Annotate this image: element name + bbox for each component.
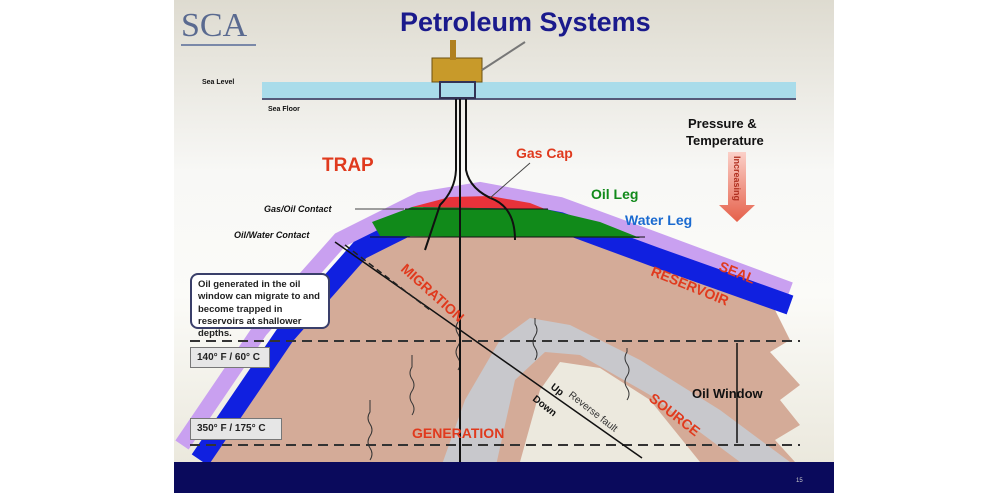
sea-level-label: Sea Level <box>202 79 234 86</box>
sea-band <box>262 82 796 99</box>
pressure-temp-label-1: Pressure & <box>688 116 757 131</box>
temp-bottom-box: 350° F / 175° C <box>190 418 282 440</box>
increasing-label: Increasing <box>732 156 742 201</box>
source-layer <box>440 318 790 470</box>
migration-note: Oil generated in the oil window can migr… <box>190 273 330 339</box>
oil-leg-label: Oil Leg <box>591 186 638 202</box>
reverse-fault-line <box>334 241 643 459</box>
page-title: Petroleum Systems <box>400 7 651 37</box>
fault-dashed <box>344 244 431 311</box>
bottom-band <box>174 462 834 493</box>
gas-cap-label: Gas Cap <box>516 145 573 161</box>
page-number: 15 <box>796 478 803 484</box>
offshore-platform <box>431 40 526 99</box>
gas-oil-contact-label: Gas/Oil Contact <box>264 204 333 214</box>
inner-core <box>520 362 700 462</box>
increasing-arrow <box>719 152 755 222</box>
pressure-temp-label-2: Temperature <box>686 133 764 148</box>
oil-water-contact-label: Oil/Water Contact <box>234 230 310 240</box>
sea-floor-label: Sea Floor <box>268 106 300 113</box>
water-leg-label: Water Leg <box>625 212 692 228</box>
trap-label: TRAP <box>322 155 374 176</box>
temp-top-box: 140° F / 60° C <box>190 347 270 368</box>
well-pipes <box>424 97 516 462</box>
generation-label: GENERATION <box>412 425 504 441</box>
oil-window-label: Oil Window <box>692 386 764 401</box>
oil-leg <box>372 207 640 238</box>
gas-cap-pointer <box>489 162 531 199</box>
logo: SCA <box>181 7 248 44</box>
